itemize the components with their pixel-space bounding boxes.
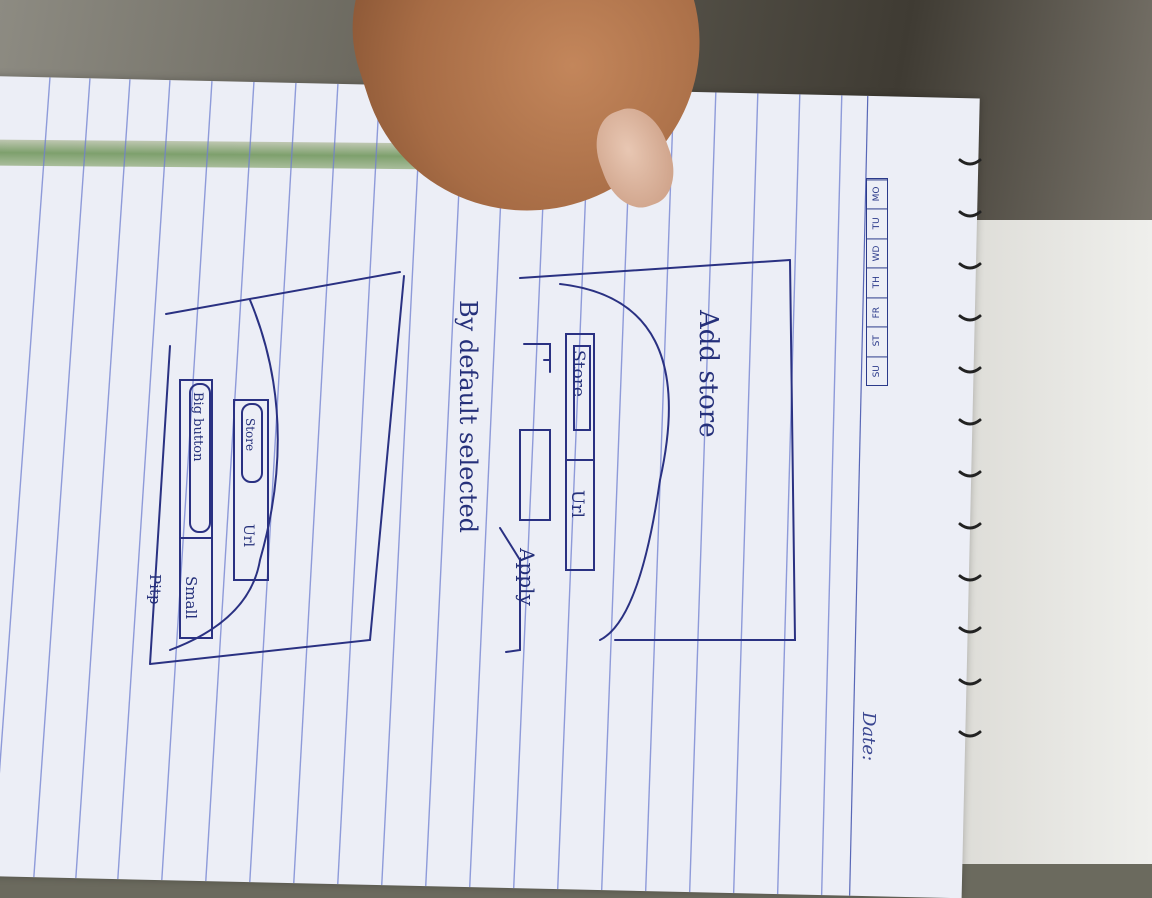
- sketch-pitp-label: Pitp: [146, 574, 164, 605]
- sketch-default-note: By default selected: [454, 300, 482, 533]
- sketch-apply-button: Apply: [515, 547, 539, 606]
- weekday-strip: MO TU WD TH FR ST SU: [866, 178, 888, 386]
- wireframe-sketch: Add store Store Url Apply By default sel…: [146, 259, 797, 665]
- sketch-inner-store: Store: [243, 418, 257, 451]
- notebook-page: [0, 76, 980, 898]
- sketch-tab-url: Url: [567, 490, 587, 518]
- sketch-small-label: Small: [182, 576, 200, 619]
- sketch-inner-url: Url: [240, 524, 256, 547]
- date-label: Date:: [858, 712, 879, 762]
- spiral-binding: [958, 158, 982, 738]
- ruled-lines: [0, 76, 980, 896]
- sketch-title: Add store: [693, 309, 723, 438]
- sketch-tab-store: Store: [568, 350, 588, 397]
- sketch-big-button: Big button: [190, 392, 205, 462]
